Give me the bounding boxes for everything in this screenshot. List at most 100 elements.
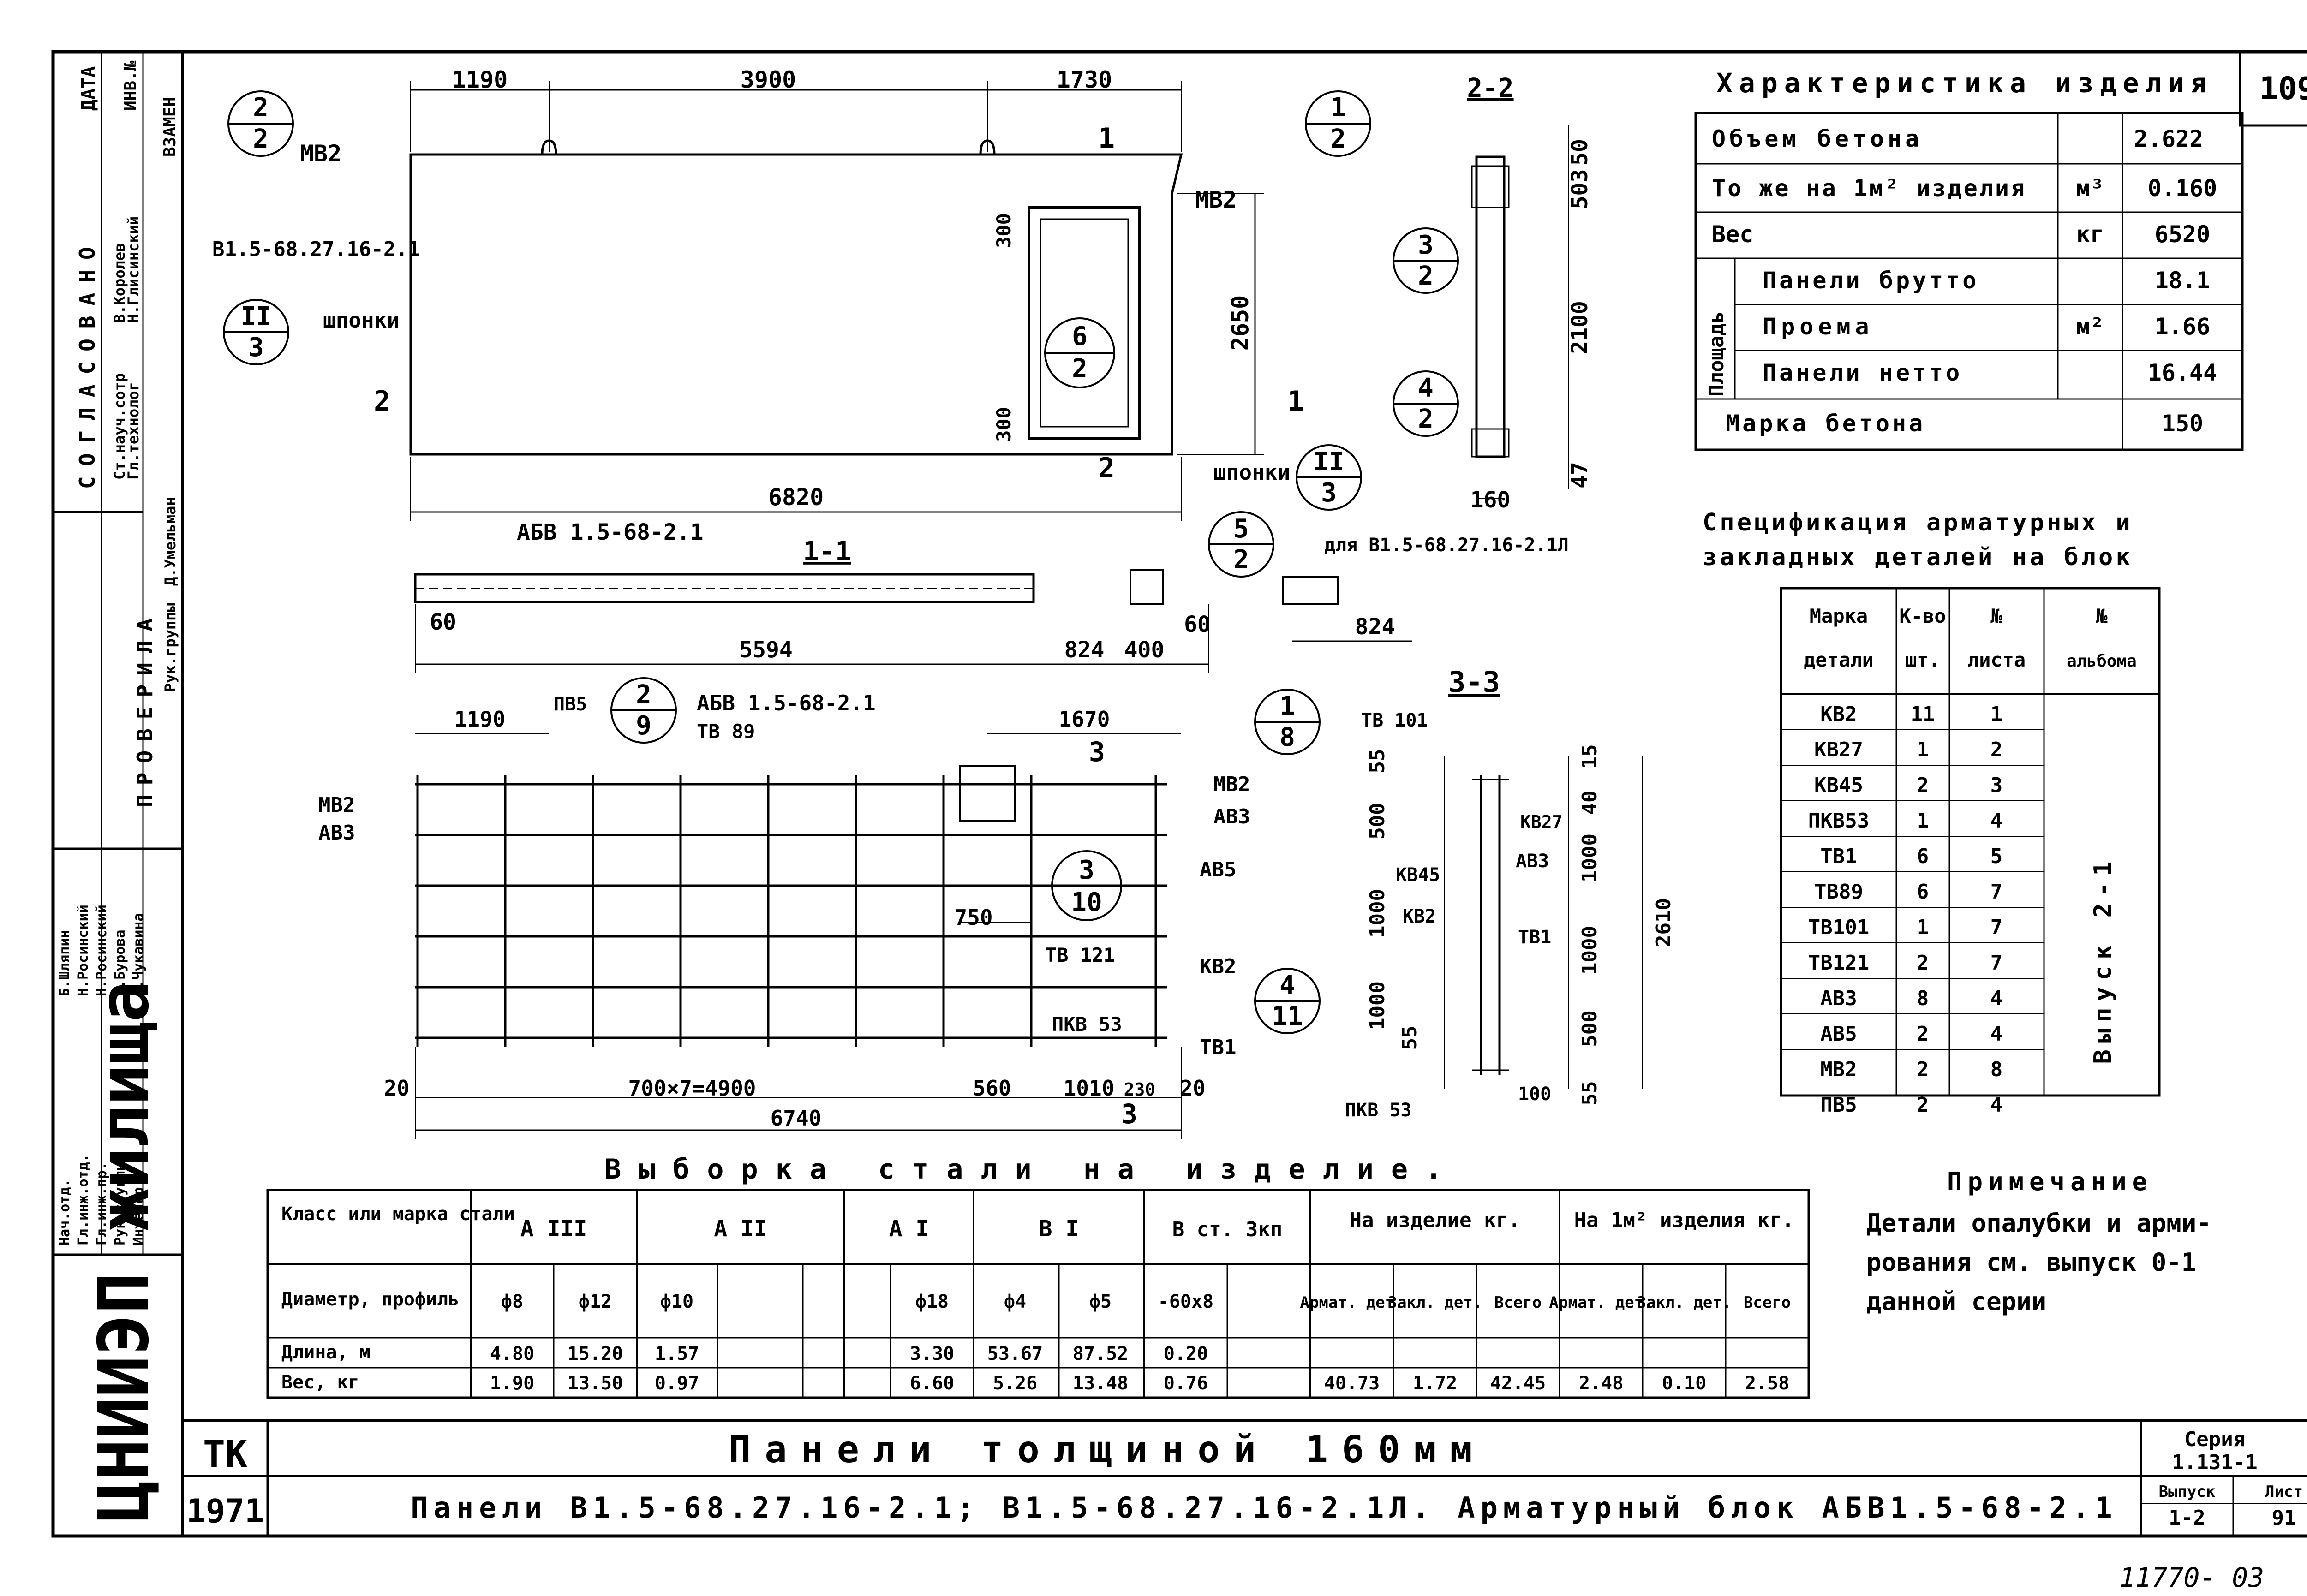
panel-label-mb2-left: МВ2: [300, 140, 341, 167]
series-value: 1.131-1: [2172, 1451, 2257, 1474]
callout-10-top: 1: [1279, 691, 1295, 721]
stamp-role-1: Нач.отд.: [57, 1179, 73, 1246]
callout-4-bottom: 2: [1072, 354, 1088, 384]
panel-label-keys-left: шпонки: [323, 308, 400, 333]
section-marker-1-bottom: 1: [1287, 385, 1304, 417]
spec-cell: 11: [1911, 703, 1935, 726]
section-1-1-dim-2: 5594: [739, 637, 793, 663]
steel-table: [266, 1189, 1810, 1399]
callout-5-top: II: [1313, 447, 1344, 477]
block-label-abv: АБВ 1.5-68-2.1: [697, 691, 876, 715]
steel-class-2: А II: [714, 1216, 767, 1242]
steel-length-cell: 0.20: [1164, 1343, 1208, 1364]
section-3-3-dim-3: 1000: [1366, 889, 1389, 938]
spec-cell: 2: [1917, 774, 1929, 797]
spec-cell: 4: [1990, 1093, 2003, 1117]
panel-opening: [1028, 206, 1141, 440]
char-area-row-3-value: 16.44: [2148, 359, 2217, 386]
callout-12-bottom: 11: [1272, 1001, 1303, 1031]
steel-row-label-3: Длина, м: [281, 1342, 371, 1363]
section-3-3-dim-6: 15: [1578, 744, 1602, 769]
panel-label-keys-right: шпонки: [1213, 460, 1290, 485]
steel-profiles-cell: -60х8: [1158, 1291, 1213, 1312]
spec-cell: 6: [1917, 880, 1929, 904]
steel-profiles-cell: Всего: [1744, 1293, 1791, 1312]
char-row-3-label: Вес: [1712, 221, 1753, 248]
section-2-2-dim-4: 47: [1567, 462, 1593, 488]
char-area-row-2-label: Проема: [1763, 313, 1874, 340]
char-area-row-2-value: 1.66: [2155, 313, 2210, 340]
stamp-name-5: Е.Чукавина: [131, 913, 147, 996]
section-marker-3-bottom: 3: [1121, 1098, 1137, 1130]
section-3-3-label-tv1: ТВ1: [1518, 927, 1551, 948]
callout-4-top: 6: [1072, 322, 1088, 351]
section-3-3-dim-4: 1000: [1366, 981, 1389, 1030]
spec-cell: 4: [1990, 809, 2003, 833]
steel-weight-cell: 2.48: [1579, 1373, 1623, 1394]
section-3-3-dim-1: 55: [1366, 749, 1389, 774]
block-label-ab5: АВ5: [1200, 858, 1236, 881]
char-row-3-value: 6520: [2155, 221, 2210, 248]
stamp-role-5: Инженер: [131, 1187, 147, 1245]
char-row-2-label: То же на 1м² изделия: [1712, 175, 2026, 202]
agreed-role-1: Ст.науч.сотр: [111, 373, 128, 480]
steel-length-cell: 4.80: [490, 1343, 534, 1364]
char-concrete-label: Марка бетона: [1726, 410, 1925, 437]
checked-name: Д.Умельман: [161, 497, 179, 586]
section-1-1-dim-5: 60: [1184, 612, 1211, 637]
section-3-3-dim-10: 500: [1578, 1010, 1602, 1047]
section-3-3-title: 3-3: [1448, 665, 1500, 699]
steel-class-5: В ст. 3кп: [1172, 1218, 1282, 1241]
callout-11-top: 3: [1079, 855, 1094, 885]
section-2-2-dim-5: 160: [1470, 487, 1511, 513]
spec-cell: МВ2: [1820, 1058, 1857, 1081]
callout-9-bottom: 9: [636, 711, 651, 741]
char-area-row-3-label: Панели нетто: [1763, 359, 1962, 386]
section-1-1-dim-3: 824: [1064, 637, 1105, 663]
org-name: ЦНИИЭП жилища: [84, 981, 164, 1522]
callout-6-bottom: 2: [1418, 261, 1434, 291]
callout-2-bottom: 2: [1330, 124, 1346, 154]
section-3-3-label-pkv53: ПКВ 53: [1345, 1100, 1412, 1121]
steel-row-label-2: Диаметр, профиль: [281, 1289, 459, 1310]
steel-profiles-cell: Закл. дет.: [1388, 1293, 1482, 1312]
spec-header-1a: Марка: [1810, 605, 1868, 627]
spec-cell: КВ45: [1814, 774, 1863, 797]
block-dim-5: 700×7=4900: [628, 1076, 756, 1101]
side-stamp-frame: [52, 50, 184, 1537]
title-year: 1971: [186, 1492, 264, 1530]
callout-1-bottom: 2: [253, 124, 269, 154]
steel-weight-cell: 13.48: [1073, 1373, 1128, 1394]
panel-dim-6: 300: [992, 213, 1015, 248]
issue-value: 1-2: [2169, 1506, 2205, 1530]
spec-cell: 2: [1917, 1058, 1929, 1081]
spec-album: Выпуск 2-1: [2089, 855, 2117, 1064]
block-dim-10: 6740: [771, 1106, 822, 1131]
spec-cell: АВ3: [1820, 987, 1857, 1010]
section-3-3-dim-5: 55: [1398, 1026, 1422, 1050]
spec-cell: 8: [1917, 987, 1929, 1010]
block-label-tv121: ТВ 121: [1045, 944, 1115, 966]
steel-weight-cell: 5.26: [993, 1373, 1037, 1394]
panel-label-mb2-right: МВ2: [1195, 186, 1237, 213]
spec-cell: 5: [1990, 845, 2003, 868]
spec-header-3b: листа: [1967, 649, 2026, 671]
issue-label: Выпуск: [2159, 1483, 2216, 1501]
block-dim-9: 20: [1180, 1076, 1205, 1101]
callout-9-top: 2: [636, 680, 651, 710]
steel-profiles-cell: ф4: [1004, 1291, 1026, 1312]
sheet-label: Лист: [2265, 1483, 2303, 1501]
callout-10-bottom: 8: [1279, 722, 1295, 752]
spec-cell: 1: [1917, 809, 1929, 833]
spec-cell: 7: [1990, 880, 2003, 904]
callout-3-top: II: [240, 302, 271, 332]
section-3-3-label-kb27: КВ27: [1520, 812, 1563, 832]
title-main: Панели толщиной 160мм: [729, 1428, 1486, 1471]
spec-cell: 3: [1990, 774, 2003, 797]
steel-profiles-cell: Армат. дет.: [1300, 1293, 1404, 1312]
archive-number: 11770- 03: [2119, 1562, 2264, 1593]
spec-cell: 7: [1990, 916, 2003, 939]
steel-length-cell: 1.57: [655, 1343, 699, 1364]
section-marker-2-bottom: 2: [1098, 452, 1115, 484]
spec-header-4a: №: [2095, 605, 2107, 627]
